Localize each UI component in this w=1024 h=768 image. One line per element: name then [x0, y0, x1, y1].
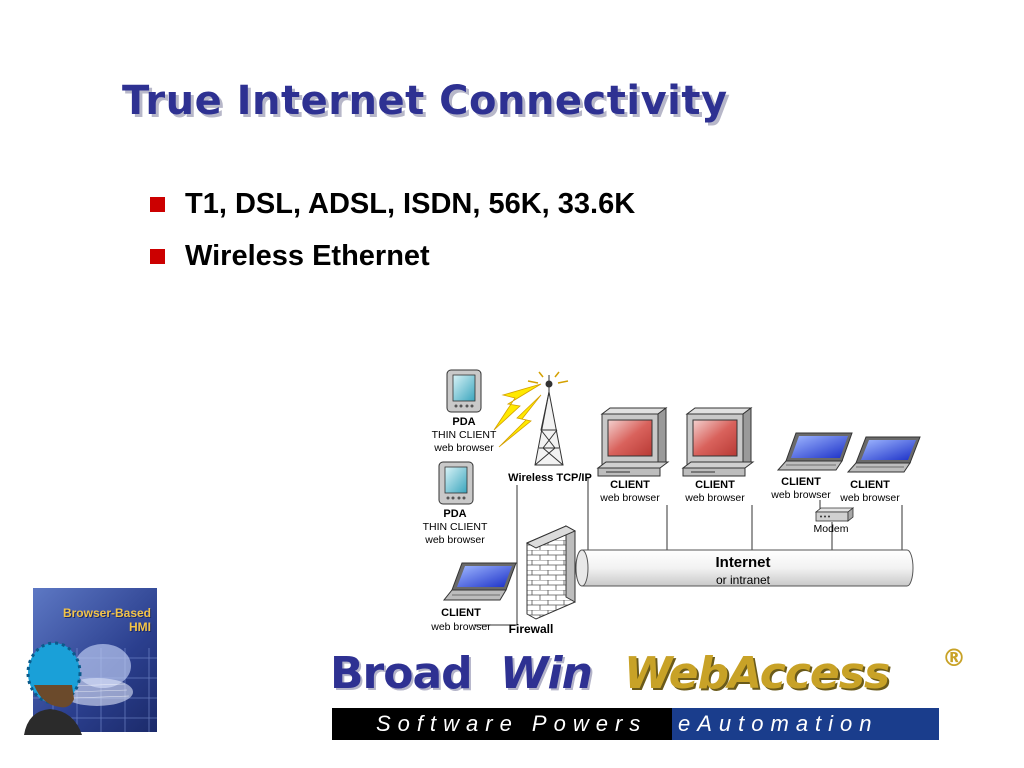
- client-desktop-1-sub: web browser: [599, 492, 660, 504]
- modem-icon: [814, 507, 855, 522]
- bullet-item: Wireless Ethernet: [150, 230, 635, 282]
- signal-spark-icon: [527, 371, 569, 384]
- bullet-square-icon: [150, 196, 165, 212]
- bullet-text: Wireless Ethernet: [185, 239, 430, 272]
- pda-bottom-line1: THIN CLIENT: [423, 521, 488, 533]
- hmi-label: Browser-Based HMI: [39, 606, 151, 634]
- client-laptop-2-sub: web browser: [839, 492, 900, 504]
- client-laptop-1-sub: web browser: [770, 489, 831, 501]
- brand-broad: Broad: [330, 648, 473, 699]
- tagline-right: eAutomation: [672, 708, 939, 740]
- client-desktop-2-sub: web browser: [684, 492, 745, 504]
- laptop-computer-icon: [846, 436, 921, 473]
- client-laptop-bottom-sub: web browser: [430, 621, 491, 633]
- bullet-item: T1, DSL, ADSL, ISDN, 56K, 33.6K: [150, 178, 635, 230]
- bullet-square-icon: [150, 248, 165, 264]
- pda-top-name: PDA: [452, 416, 475, 428]
- desktop-computer-icon: [681, 407, 755, 477]
- pda-icon: [438, 461, 474, 505]
- pda-top-line1: THIN CLIENT: [432, 429, 497, 441]
- pda-bottom-line2: web browser: [424, 534, 485, 546]
- modem-label: Modem: [813, 523, 848, 535]
- slide-title: True Internet Connectivity: [122, 78, 728, 124]
- bullet-list: T1, DSL, ADSL, ISDN, 56K, 33.6K Wireless…: [150, 178, 635, 282]
- client-desktop-1-name: CLIENT: [610, 479, 650, 491]
- hmi-label-line2: HMI: [129, 620, 151, 634]
- brand-win: Win: [500, 648, 593, 699]
- client-desktop-2-name: CLIENT: [695, 479, 735, 491]
- brand-logo: Broad Win WebAccess ®: [330, 644, 980, 704]
- bullet-text: T1, DSL, ADSL, ISDN, 56K, 33.6K: [185, 187, 636, 220]
- registered-mark: ®: [942, 644, 966, 672]
- hmi-artwork-icon: [33, 644, 157, 732]
- pda-bottom-name: PDA: [443, 508, 466, 520]
- antenna-tower-icon: [534, 375, 564, 466]
- person-head-icon: [24, 641, 82, 735]
- laptop-computer-icon: [776, 432, 853, 471]
- desktop-computer-icon: [596, 407, 670, 477]
- tagline-left: Software Powers: [332, 708, 672, 740]
- client-laptop-bottom-name: CLIENT: [441, 607, 481, 619]
- tagline-bar: Software Powers eAutomation: [332, 708, 939, 740]
- firewall-label: Firewall: [509, 622, 554, 636]
- brand-webaccess: WebAccess: [624, 648, 890, 699]
- pda-top-line2: web browser: [433, 442, 494, 454]
- intranet-label: or intranet: [716, 573, 771, 587]
- internet-label: Internet: [715, 554, 770, 571]
- client-laptop-1-name: CLIENT: [781, 476, 821, 488]
- hmi-label-line1: Browser-Based: [62, 606, 151, 620]
- pda-icon: [446, 369, 482, 413]
- client-laptop-2-name: CLIENT: [850, 479, 890, 491]
- connection-lines: [474, 477, 903, 626]
- lightning-bolt-icon: [493, 383, 542, 448]
- laptop-computer-icon: [442, 562, 517, 601]
- internet-pipe: [575, 549, 914, 587]
- wireless-label: Wireless TCP/IP: [508, 472, 592, 484]
- firewall-icon: [525, 525, 577, 620]
